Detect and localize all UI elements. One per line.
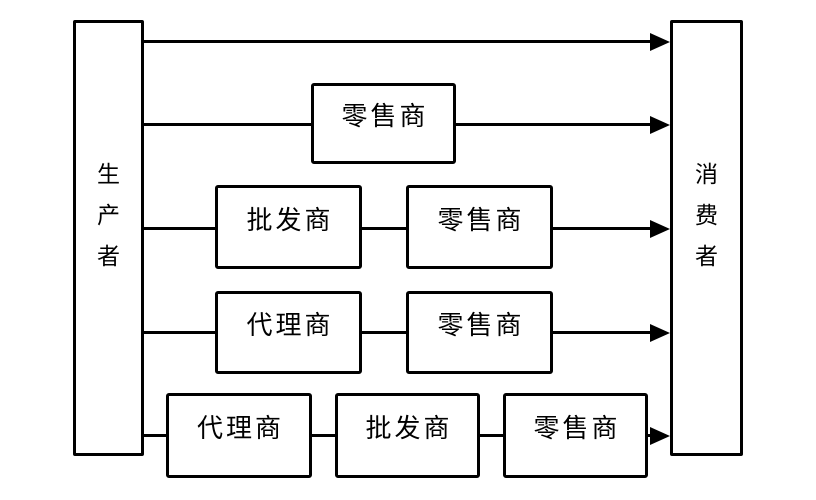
producer-box: 生产者: [73, 20, 144, 456]
retailer-label: 零售商: [437, 204, 525, 235]
retailer-box-channel3: 零售商: [406, 185, 553, 269]
retailer-box-channel4: 零售商: [406, 291, 553, 374]
consumer-box: 消费者: [670, 20, 743, 456]
retailer-box-channel2: 零售商: [311, 83, 456, 164]
retailer-label: 零售商: [341, 101, 429, 131]
channel2-arrowhead-icon: [650, 116, 670, 134]
channel1-arrowhead-icon: [650, 33, 670, 51]
wholesaler-box-channel5: 批发商: [335, 393, 480, 478]
channel3-arrowhead-icon: [650, 220, 670, 238]
agent-box-channel5: 代理商: [166, 393, 312, 478]
retailer-label: 零售商: [437, 310, 525, 340]
wholesaler-box-channel3: 批发商: [215, 185, 362, 269]
retailer-label: 零售商: [533, 413, 621, 443]
agent-box-channel4: 代理商: [215, 291, 362, 374]
channel1-line: [144, 40, 654, 43]
retailer-box-channel5: 零售商: [503, 393, 648, 478]
agent-label: 代理商: [246, 310, 334, 340]
wholesaler-label: 批发商: [246, 204, 334, 235]
producer-label: 生产者: [97, 160, 120, 269]
channel5-arrowhead-icon: [650, 427, 670, 445]
channel3-line: [144, 227, 654, 230]
channel4-arrowhead-icon: [650, 324, 670, 342]
channel4-line: [144, 331, 654, 334]
wholesaler-label: 批发商: [365, 413, 453, 443]
consumer-label: 消费者: [695, 160, 718, 269]
agent-label: 代理商: [196, 413, 284, 443]
